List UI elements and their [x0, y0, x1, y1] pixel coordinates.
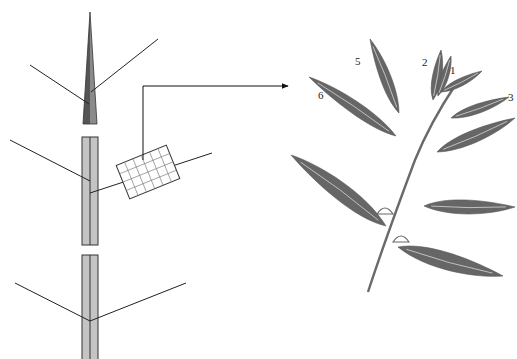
- eucalyptus-leaf: [424, 200, 515, 214]
- leaf-midrib: [431, 206, 506, 208]
- eucalyptus-leaf: [309, 77, 396, 136]
- shoot-apex: [83, 12, 97, 124]
- eucalyptus-leaf: [438, 56, 452, 96]
- callout-number: 1: [450, 64, 456, 76]
- leaf-blade: [424, 200, 515, 214]
- leaf-bud: [393, 236, 409, 242]
- leaf-midrib: [443, 121, 507, 149]
- leaf-blade: [437, 118, 515, 152]
- leaf-midrib: [373, 46, 397, 107]
- grid-sample: [116, 145, 180, 199]
- pointer-arrow: [143, 86, 288, 160]
- leaf-line: [10, 140, 90, 181]
- leaf-blade: [451, 97, 509, 118]
- grid-frame: [116, 145, 180, 199]
- apex-outline: [83, 12, 97, 124]
- leaf-blade: [370, 39, 399, 113]
- grid-lines: [116, 145, 180, 199]
- leaf-blade: [309, 77, 396, 136]
- stem-vein: [90, 137, 91, 245]
- callout-number: 3: [508, 91, 514, 103]
- leaf-midrib: [456, 99, 504, 116]
- leaf-midrib: [406, 249, 492, 273]
- eucalyptus-leaf: [437, 118, 515, 152]
- young-leaf-line: [30, 65, 89, 104]
- leaf-midrib: [301, 162, 379, 220]
- leaf-blade: [398, 246, 503, 276]
- stem-vein: [90, 255, 91, 359]
- leaf-line: [15, 283, 90, 321]
- callout-number: 5: [355, 55, 361, 67]
- leaf-line: [90, 283, 186, 321]
- leaf-midrib: [444, 73, 478, 90]
- leaf-midrib: [318, 83, 389, 131]
- leaf-bud: [377, 208, 393, 214]
- stem-segment: [82, 255, 98, 359]
- leaves: [291, 39, 515, 276]
- callout-number: 2: [422, 56, 428, 68]
- leaf-midrib: [439, 60, 450, 93]
- eucalyptus-leaf: [451, 97, 509, 118]
- eucalyptus-leaf: [398, 246, 503, 276]
- young-leaf-line: [91, 39, 158, 92]
- leaf-blade: [291, 155, 386, 226]
- eucalyptus-leaf: [291, 155, 386, 226]
- leaf-buds: [377, 208, 409, 242]
- leaf-blade: [438, 56, 452, 96]
- eucalyptus-leaf: [370, 39, 399, 113]
- callout-number: 6: [318, 89, 324, 101]
